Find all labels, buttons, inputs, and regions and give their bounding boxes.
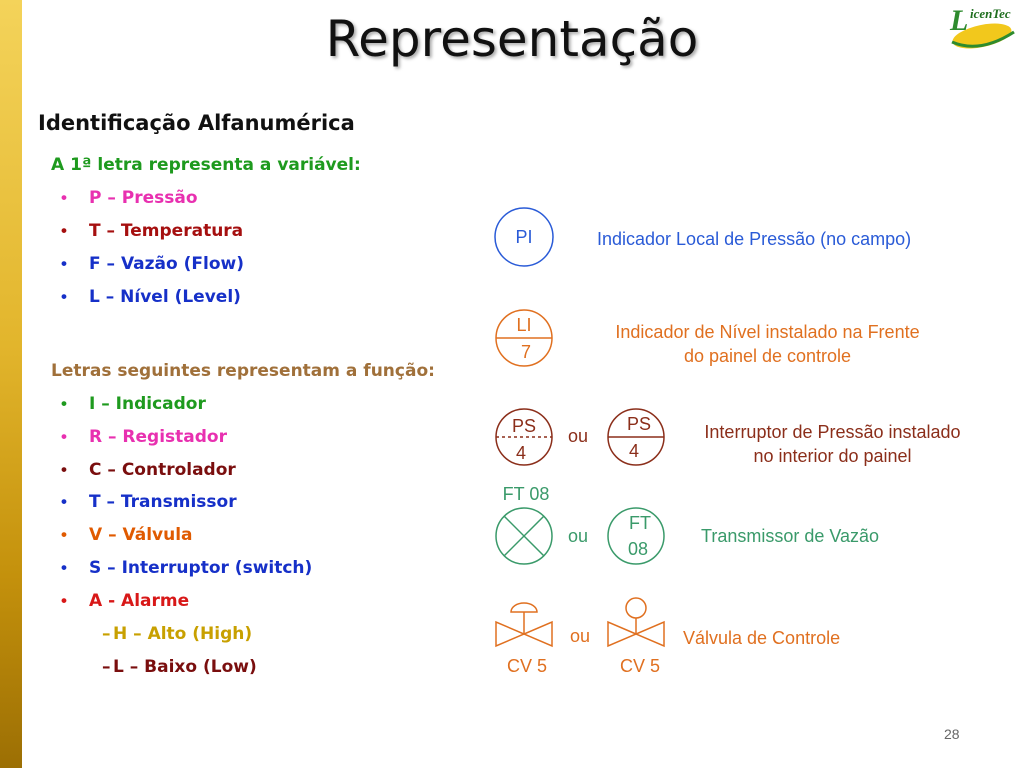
ft-symbol: FT 08 bbox=[607, 507, 665, 565]
cv-or: ou bbox=[570, 626, 590, 646]
sub-dash: – bbox=[102, 657, 111, 677]
ps-tag: PS bbox=[627, 414, 651, 434]
list-item: V – Válvula bbox=[89, 525, 193, 545]
list-item: I – Indicador bbox=[89, 394, 206, 414]
bullet: • bbox=[61, 394, 67, 413]
ps-description-line: Interruptor de Pressão instalado bbox=[704, 422, 961, 442]
ft-number: 08 bbox=[628, 539, 648, 559]
ps-symbol-solid: PS 4 bbox=[607, 408, 665, 466]
pi-symbol: PI bbox=[494, 207, 554, 267]
li-symbol: LI 7 bbox=[495, 309, 553, 367]
ps-number: 4 bbox=[516, 443, 526, 463]
bullet: • bbox=[61, 591, 67, 610]
sub-list-item: H – Alto (High) bbox=[113, 624, 253, 644]
sub-dash: – bbox=[102, 624, 111, 644]
slide-subtitle: Identificação Alfanumérica bbox=[38, 111, 355, 135]
bullet: • bbox=[61, 254, 67, 273]
ps-or: ou bbox=[568, 426, 588, 446]
variables-heading: A 1ª letra representa a variável: bbox=[51, 155, 361, 175]
ft-symbol-crossed bbox=[495, 507, 553, 565]
slide-title: Representação bbox=[325, 10, 699, 68]
li-number: 7 bbox=[521, 342, 531, 362]
ft-description: Transmissor de Vazão bbox=[701, 526, 880, 546]
bullet: • bbox=[61, 525, 67, 544]
control-valve-diaphragm bbox=[495, 602, 553, 648]
ps-number: 4 bbox=[629, 441, 639, 461]
licentec-logo: L icenTec bbox=[949, 4, 1015, 49]
bullet: • bbox=[61, 221, 67, 240]
sub-list-item: L – Baixo (Low) bbox=[113, 657, 257, 677]
bullet: • bbox=[61, 558, 67, 577]
list-item: R – Registador bbox=[89, 427, 227, 447]
li-description-line: Indicador de Nível instalado na Frente bbox=[615, 322, 920, 342]
control-valve-solenoid bbox=[607, 597, 665, 648]
page-number: 28 bbox=[944, 726, 960, 742]
list-item: T – Transmissor bbox=[89, 492, 237, 512]
li-tag: LI bbox=[516, 315, 531, 335]
cv-description: Válvula de Controle bbox=[683, 628, 841, 648]
list-item: S – Interruptor (switch) bbox=[89, 558, 313, 578]
li-description-line: do painel de controle bbox=[683, 346, 852, 366]
list-item: F – Vazão (Flow) bbox=[89, 254, 244, 274]
ps-description: Interruptor de Pressão instalado no inte… bbox=[680, 420, 985, 468]
list-item: P – Pressão bbox=[89, 188, 198, 208]
cv-label: CV 5 bbox=[507, 656, 547, 676]
ps-tag: PS bbox=[512, 416, 536, 436]
bullet: • bbox=[61, 188, 67, 207]
bullet: • bbox=[61, 427, 67, 446]
logo-text: icenTec bbox=[970, 6, 1011, 21]
cv-label: CV 5 bbox=[620, 656, 660, 676]
pi-description: Indicador Local de Pressão (no campo) bbox=[597, 229, 912, 249]
li-description: Indicador de Nível instalado na Frente d… bbox=[590, 320, 945, 368]
ft-top-label: FT 08 bbox=[503, 484, 550, 504]
logo-big-letter: L bbox=[949, 4, 968, 37]
ft-tag: FT bbox=[629, 513, 651, 533]
ps-description-line: no interior do painel bbox=[753, 446, 912, 466]
list-item: A - Alarme bbox=[89, 591, 190, 611]
list-item: T – Temperatura bbox=[89, 221, 244, 241]
functions-heading: Letras seguintes representam a função: bbox=[51, 361, 435, 381]
bullet: • bbox=[61, 492, 67, 511]
decorative-sidebar bbox=[0, 0, 22, 768]
list-item: C – Controlador bbox=[89, 460, 236, 480]
bullet: • bbox=[61, 460, 67, 479]
pi-tag: PI bbox=[515, 227, 532, 247]
ft-or: ou bbox=[568, 526, 588, 546]
list-item: L – Nível (Level) bbox=[89, 287, 241, 307]
bullet: • bbox=[61, 287, 67, 306]
ps-symbol-dashed: PS 4 bbox=[495, 408, 553, 466]
